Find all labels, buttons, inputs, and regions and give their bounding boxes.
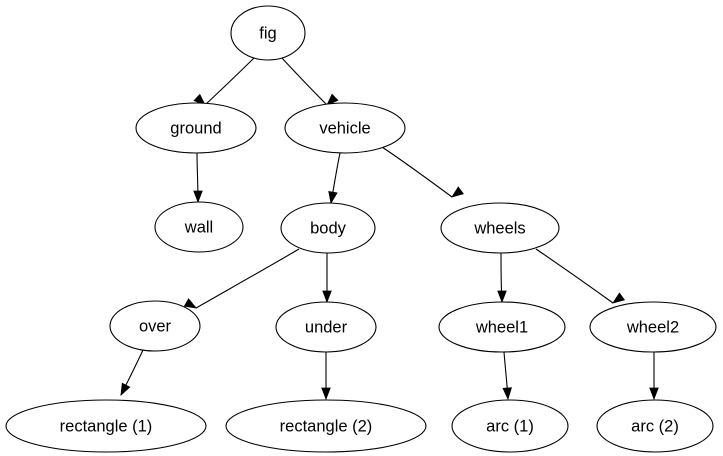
edge-fig-to-vehicle <box>280 56 328 106</box>
node-label-fig: fig <box>259 24 276 42</box>
node-label-rect2: rectangle (2) <box>280 417 373 435</box>
node-vehicle[interactable]: vehicle <box>284 102 406 154</box>
arrowhead-body-over <box>183 298 197 309</box>
edge-body-to-over <box>195 248 300 309</box>
node-shape-vehicle[interactable] <box>284 102 406 154</box>
arrowhead-wheel1-arc1 <box>502 387 512 401</box>
node-label-body: body <box>310 219 347 237</box>
node-shape-rect2[interactable] <box>225 399 427 453</box>
node-shape-wall[interactable] <box>154 201 244 253</box>
edge-vehicle-to-wheels <box>381 146 453 198</box>
node-shape-wheels[interactable] <box>440 202 560 254</box>
node-shape-fig[interactable] <box>230 5 306 61</box>
node-label-under: under <box>305 318 348 336</box>
nodes-layer: fig ground vehicle wall body wheels over under w… <box>5 5 717 453</box>
node-wall[interactable]: wall <box>154 201 244 253</box>
arrowhead-vehicle-body <box>328 190 338 205</box>
node-label-arc2: arc (2) <box>631 417 679 435</box>
node-shape-under[interactable] <box>275 301 377 353</box>
node-label-arc1: arc (1) <box>486 417 534 435</box>
arrowhead-wheel2-arc2 <box>649 387 659 401</box>
node-shape-wheel2[interactable] <box>589 301 717 353</box>
node-shape-arc2[interactable] <box>596 399 714 453</box>
node-rect2[interactable]: rectangle (2) <box>225 399 427 453</box>
arrowhead-body-under <box>322 290 332 304</box>
node-wheel1[interactable]: wheel1 <box>438 301 566 353</box>
arrowhead-wheels-wheel2 <box>612 292 626 304</box>
node-wheels[interactable]: wheels <box>440 202 560 254</box>
node-wheel2[interactable]: wheel2 <box>589 301 717 353</box>
node-arc1[interactable]: arc (1) <box>451 399 569 453</box>
node-label-wheel2: wheel2 <box>626 318 679 336</box>
arrowhead-under-rect2 <box>321 387 331 401</box>
node-shape-body[interactable] <box>280 202 376 254</box>
arrowhead-over-rect1 <box>120 382 131 396</box>
arrowhead-fig-vehicle <box>326 93 339 106</box>
arrowhead-ground-wall <box>193 190 203 204</box>
node-shape-wheel1[interactable] <box>438 301 566 353</box>
node-shape-arc1[interactable] <box>451 399 569 453</box>
node-label-vehicle: vehicle <box>319 119 370 137</box>
node-under[interactable]: under <box>275 301 377 353</box>
node-label-wall: wall <box>184 218 213 236</box>
node-label-ground: ground <box>170 119 221 137</box>
node-fig[interactable]: fig <box>230 5 306 61</box>
node-shape-ground[interactable] <box>135 102 257 154</box>
node-arc2[interactable]: arc (2) <box>596 399 714 453</box>
node-ground[interactable]: ground <box>135 102 257 154</box>
node-over[interactable]: over <box>109 300 201 352</box>
node-label-rect1: rectangle (1) <box>60 417 153 435</box>
node-shape-rect1[interactable] <box>5 399 207 453</box>
node-label-wheel1: wheel1 <box>475 318 528 336</box>
edge-wheels-to-wheel2 <box>535 248 614 304</box>
arrowhead-vehicle-wheels <box>451 186 464 198</box>
edge-fig-to-ground <box>204 55 257 106</box>
node-body[interactable]: body <box>280 202 376 254</box>
node-shape-over[interactable] <box>109 300 201 352</box>
node-label-over: over <box>139 317 172 335</box>
node-rect1[interactable]: rectangle (1) <box>5 399 207 453</box>
node-label-wheels: wheels <box>473 219 525 237</box>
arrowhead-wheels-wheel1 <box>497 290 507 304</box>
